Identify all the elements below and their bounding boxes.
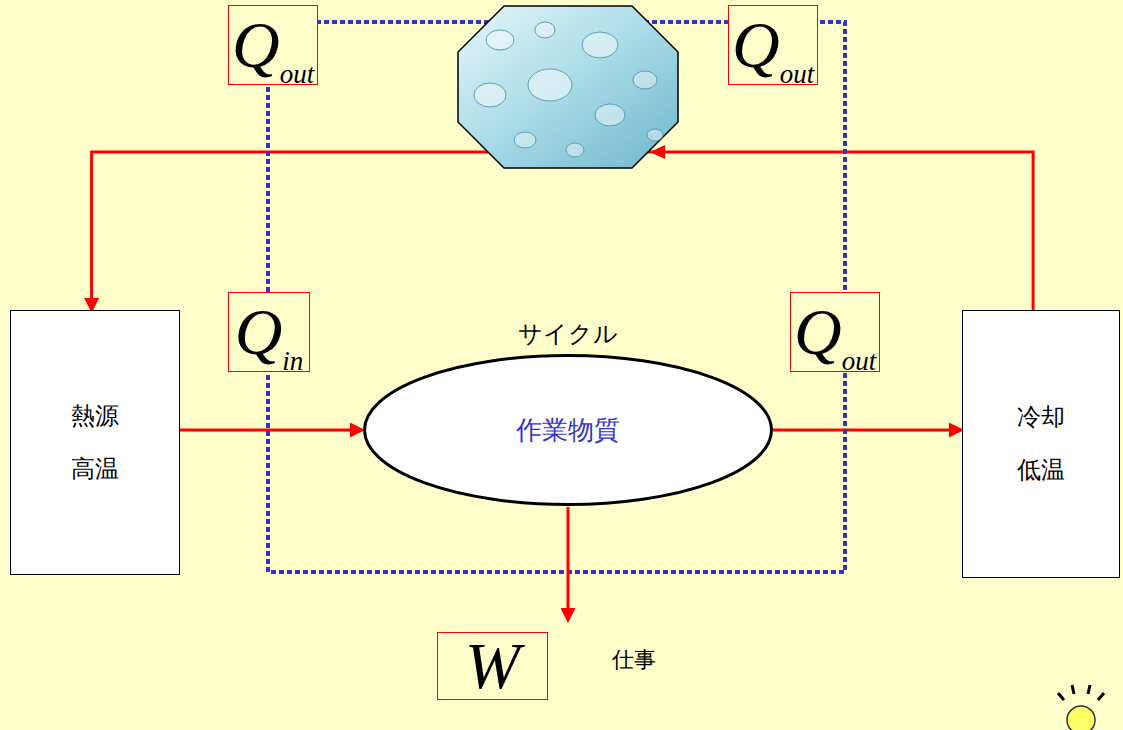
- lightbulb-icon: [1058, 685, 1104, 730]
- droplet: [633, 71, 657, 89]
- label-text: Qout: [794, 299, 876, 365]
- work-label: 仕事: [612, 647, 656, 673]
- working-substance-ellipse: 作業物質: [363, 354, 773, 506]
- heat-flow-arrow: [773, 429, 961, 432]
- bulb-glass: [1067, 706, 1095, 730]
- droplet: [528, 69, 572, 101]
- label-text: W: [465, 633, 520, 699]
- droplet: [582, 32, 618, 58]
- water-octagon: [458, 6, 678, 168]
- droplet: [514, 132, 536, 148]
- heat-out-symbol: Qout: [728, 5, 818, 85]
- node-text: 熱源 高温: [67, 390, 122, 496]
- droplet: [647, 129, 663, 141]
- work-arrow: [567, 507, 570, 620]
- heat-flow-arrow: [92, 152, 1034, 310]
- octagon-shape: [458, 6, 678, 168]
- cooling-box: 冷却 低温: [962, 310, 1120, 578]
- heat-out-symbol: Qout: [228, 5, 318, 85]
- droplet: [566, 143, 584, 157]
- heat-in-symbol: Qin: [228, 292, 310, 372]
- label-text: 仕事: [612, 647, 656, 672]
- label-text: Qout: [232, 12, 314, 78]
- heat-source-box: 熱源 高温: [10, 310, 180, 575]
- heat-out-symbol: Qout: [790, 292, 880, 372]
- node-text: 作業物質: [516, 413, 620, 448]
- label-text: Qin: [235, 299, 304, 365]
- cycle-arrowhead: [650, 145, 665, 159]
- label-text: サイクル: [518, 320, 618, 348]
- heat-flow-arrow: [180, 429, 362, 432]
- ellipse-shape: [365, 356, 772, 505]
- droplet: [535, 22, 555, 38]
- droplet: [486, 30, 514, 50]
- bulb-ray: [1058, 693, 1064, 700]
- water-droplets: [474, 22, 663, 157]
- work-symbol: W: [437, 632, 548, 700]
- cycle-label: サイクル: [518, 320, 618, 349]
- droplet: [595, 104, 625, 126]
- bulb-ray: [1098, 693, 1104, 700]
- bulb-ray: [1072, 685, 1074, 694]
- node-text: 冷却 低温: [1013, 391, 1068, 497]
- droplet: [474, 83, 506, 107]
- label-text: Qout: [732, 12, 814, 78]
- bulb-ray: [1088, 685, 1090, 694]
